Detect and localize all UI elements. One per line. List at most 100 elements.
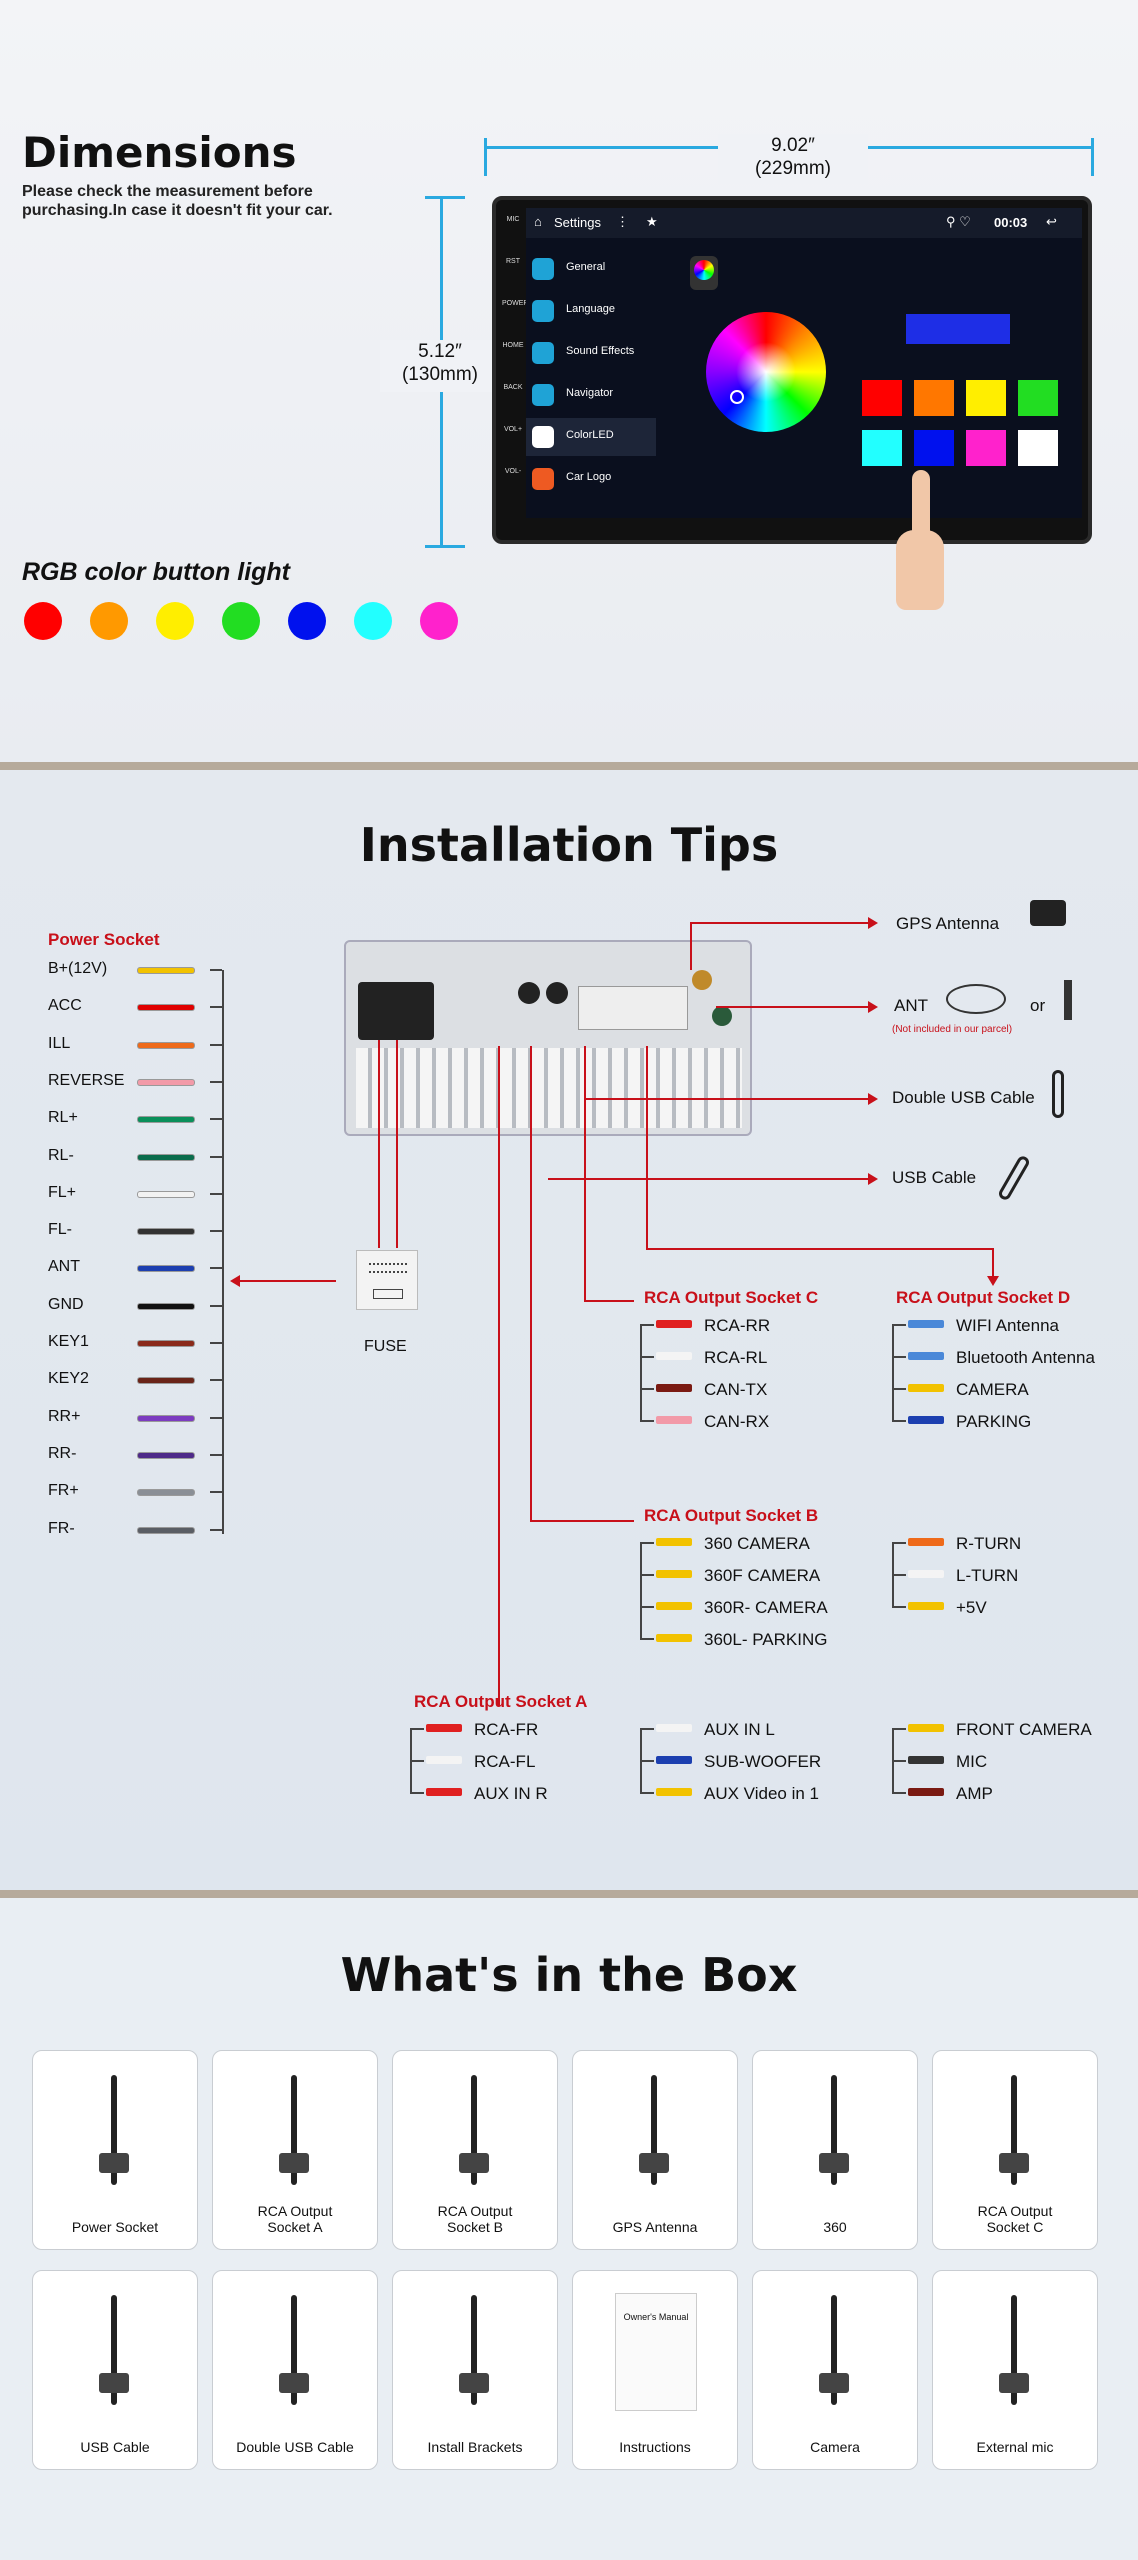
menu-item-icon — [532, 468, 554, 490]
side-button[interactable]: VOL+ — [503, 426, 523, 433]
settings-menu-item[interactable]: General — [526, 250, 656, 288]
wire-color — [138, 1452, 194, 1458]
power-arrow-line — [240, 1280, 336, 1282]
item-illustration — [801, 2295, 871, 2405]
color-swatch[interactable] — [1018, 380, 1058, 416]
socket-item-label: AUX IN R — [474, 1784, 548, 1803]
plug-icon — [656, 1724, 692, 1732]
box-item-label-line: Socket A — [267, 2219, 323, 2235]
socket-a-line — [498, 1046, 500, 1706]
fuse-line-2 — [396, 1040, 398, 1248]
power-socket-title: Power Socket — [48, 930, 160, 949]
connector-shape — [279, 2373, 309, 2393]
plug-icon — [656, 1788, 692, 1796]
box-item: Power Socket — [32, 2050, 198, 2250]
more-icon[interactable]: ⋮ — [616, 214, 629, 229]
side-button[interactable]: VOL- — [504, 468, 522, 475]
side-button[interactable]: MIC — [506, 216, 520, 223]
box-item: Install Brackets — [392, 2270, 558, 2470]
menu-item-label: Language — [566, 303, 615, 315]
gps-port — [692, 970, 712, 990]
socket-b-line-h — [530, 1520, 634, 1522]
box-item-label-line: GPS Antenna — [612, 2219, 698, 2235]
wire-label: ANT — [48, 1258, 80, 1276]
fuse-line-1 — [378, 1040, 380, 1248]
side-button[interactable]: POWER — [502, 300, 529, 307]
box-item-label: External mic — [933, 2439, 1097, 2455]
wire-color — [138, 1042, 194, 1048]
color-swatch[interactable] — [914, 380, 954, 416]
socket-tick — [640, 1638, 654, 1640]
wire-color — [138, 1191, 194, 1197]
socket-item-label: CAMERA — [956, 1380, 1029, 1399]
menu-item-label: ColorLED — [566, 429, 614, 441]
wire-label: FL+ — [48, 1183, 77, 1201]
note-line-2: purchasing.In case it doesn't fit your c… — [22, 202, 333, 219]
socket-tick — [892, 1792, 906, 1794]
wire-color — [138, 968, 194, 973]
cable-shape — [111, 2075, 117, 2185]
box-item-label-line: Double USB Cable — [236, 2439, 354, 2455]
side-button[interactable]: HOME — [502, 342, 524, 349]
wire-tick — [210, 1267, 222, 1270]
box-item-label-line: RCA Output — [257, 2203, 333, 2219]
box-item-label-line: External mic — [976, 2439, 1054, 2455]
color-swatch[interactable] — [1018, 430, 1058, 466]
color-wheel[interactable] — [706, 312, 826, 432]
socket-tick — [892, 1356, 906, 1358]
wire-label: REVERSE — [48, 1071, 125, 1089]
plug-icon — [656, 1634, 692, 1642]
menu-item-label: Sound Effects — [566, 345, 635, 357]
socket-item-label: RCA-FR — [474, 1720, 539, 1739]
settings-menu-item[interactable]: Navigator — [526, 376, 656, 414]
settings-menu-item[interactable]: Car Logo — [526, 460, 656, 498]
socket-tick — [640, 1574, 654, 1576]
wire-tick — [210, 969, 222, 971]
heatsink-fins — [356, 1048, 742, 1128]
socket-tick — [640, 1542, 654, 1544]
ant-note: (Not included in our parcel) — [892, 1024, 1013, 1035]
wire-label: FL- — [48, 1221, 72, 1239]
item-illustration — [261, 2295, 331, 2405]
cable-shape — [831, 2075, 837, 2185]
plug-icon — [656, 1416, 692, 1424]
status-bar: ⌂ Settings ⋮ ★ ⚲ ♡ 00:03 ↩ — [526, 208, 1082, 238]
item-illustration — [441, 2295, 511, 2405]
socket-item-label: MIC — [956, 1752, 988, 1771]
color-swatch[interactable] — [966, 380, 1006, 416]
width-value: 9.02″ — [771, 135, 815, 156]
gps-line — [690, 922, 870, 924]
rgb-dot — [156, 602, 194, 640]
color-wheel-handle[interactable] — [730, 390, 744, 404]
color-swatch[interactable] — [862, 380, 902, 416]
side-button[interactable]: RST — [506, 258, 520, 265]
color-swatch[interactable] — [966, 430, 1006, 466]
side-button[interactable]: BACK — [503, 384, 523, 391]
box-item: Double USB Cable — [212, 2270, 378, 2470]
wire-label: RL- — [48, 1146, 74, 1164]
socket-tick — [892, 1574, 906, 1576]
socket-item-label: AMP — [956, 1784, 993, 1803]
socket-item-label: RCA-RR — [704, 1316, 771, 1335]
home-icon[interactable]: ⌂ — [534, 214, 542, 229]
manual-cover: Owner's Manual — [615, 2293, 697, 2411]
settings-menu-item[interactable]: Language — [526, 292, 656, 330]
double-usb-arrow — [868, 1093, 878, 1105]
wire-tick — [210, 1192, 222, 1195]
rgb-color-dots — [24, 602, 464, 642]
back-icon[interactable]: ↩ — [1046, 214, 1057, 229]
color-swatch[interactable] — [914, 430, 954, 466]
socket-tick — [640, 1606, 654, 1608]
rgb-dot — [24, 602, 62, 640]
color-swatch[interactable] — [862, 430, 902, 466]
cable-shape — [471, 2075, 477, 2185]
height-top-cap — [425, 196, 465, 199]
socket-b-title: RCA Output Socket B — [644, 1506, 819, 1525]
settings-menu-item[interactable]: Sound Effects — [526, 334, 656, 372]
settings-menu-item[interactable]: ColorLED — [526, 418, 656, 456]
socket-tick — [640, 1388, 654, 1390]
